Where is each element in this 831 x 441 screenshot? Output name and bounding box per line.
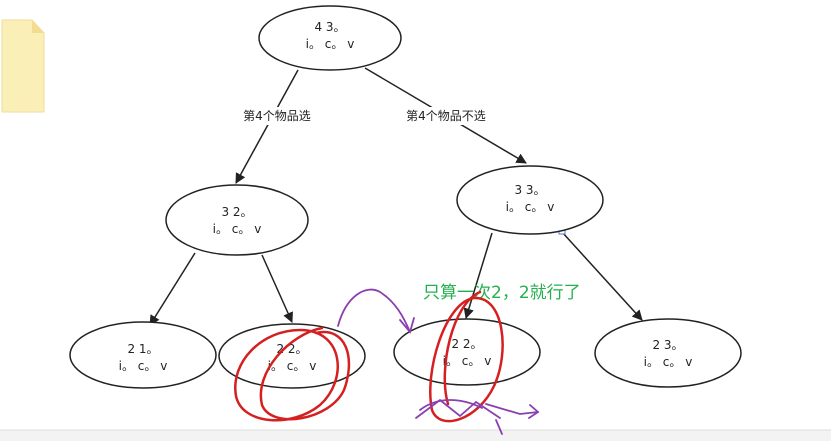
edge-root-left (235, 69, 299, 184)
red-circle-annotation-left (234, 326, 351, 422)
node-rr-line1: 2 3。 (652, 338, 683, 352)
node-right-line1: 3 3。 (514, 183, 545, 197)
node-lr-line2: i。 c。 v (268, 359, 317, 373)
node-right-line2: i。 c。 v (506, 200, 555, 214)
node-left-line2: i。 c。 v (213, 222, 262, 236)
annotation-text: 只算一次2，2就行了 (423, 283, 581, 303)
edge-left-ll (149, 252, 196, 326)
node-left-line1: 3 2。 (221, 205, 252, 219)
node-ll[interactable]: 2 1。 i。 c。 v (69, 321, 217, 389)
node-root[interactable]: 4 3。 i。 c。 v (258, 5, 402, 71)
node-rl-line2: i。 c。 v (443, 354, 492, 368)
node-lr-line1: 2 2。 (276, 342, 307, 356)
node-rl[interactable]: 2 2。 i。 c。 v (393, 318, 541, 386)
edge-label-not-select: 第4个物品不选 (406, 109, 486, 123)
purple-arrow-annotation (337, 288, 540, 435)
node-lr[interactable]: 2 2。 i。 c。 v (218, 323, 366, 389)
edge-left-lr (261, 254, 293, 323)
edge-label-select: 第4个物品选 (243, 109, 311, 123)
node-ll-line2: i。 c。 v (119, 359, 168, 373)
node-right[interactable]: 3 3。 i。 c。 v (456, 165, 604, 235)
edge-right-rr (561, 231, 643, 321)
node-rr[interactable]: 2 3。 i。 c。 v (594, 318, 742, 388)
node-rr-line2: i。 c。 v (644, 355, 693, 369)
node-left[interactable]: 3 2。 i。 c。 v (165, 184, 309, 256)
red-circle-annotation-right (429, 290, 504, 423)
node-ll-line1: 2 1。 (127, 342, 158, 356)
node-root-line2: i。 c。 v (306, 37, 355, 51)
note-icon (1, 19, 45, 113)
node-rl-line1: 2 2。 (451, 337, 482, 351)
node-root-line1: 4 3。 (314, 20, 345, 34)
edge-right-rl (463, 232, 493, 320)
